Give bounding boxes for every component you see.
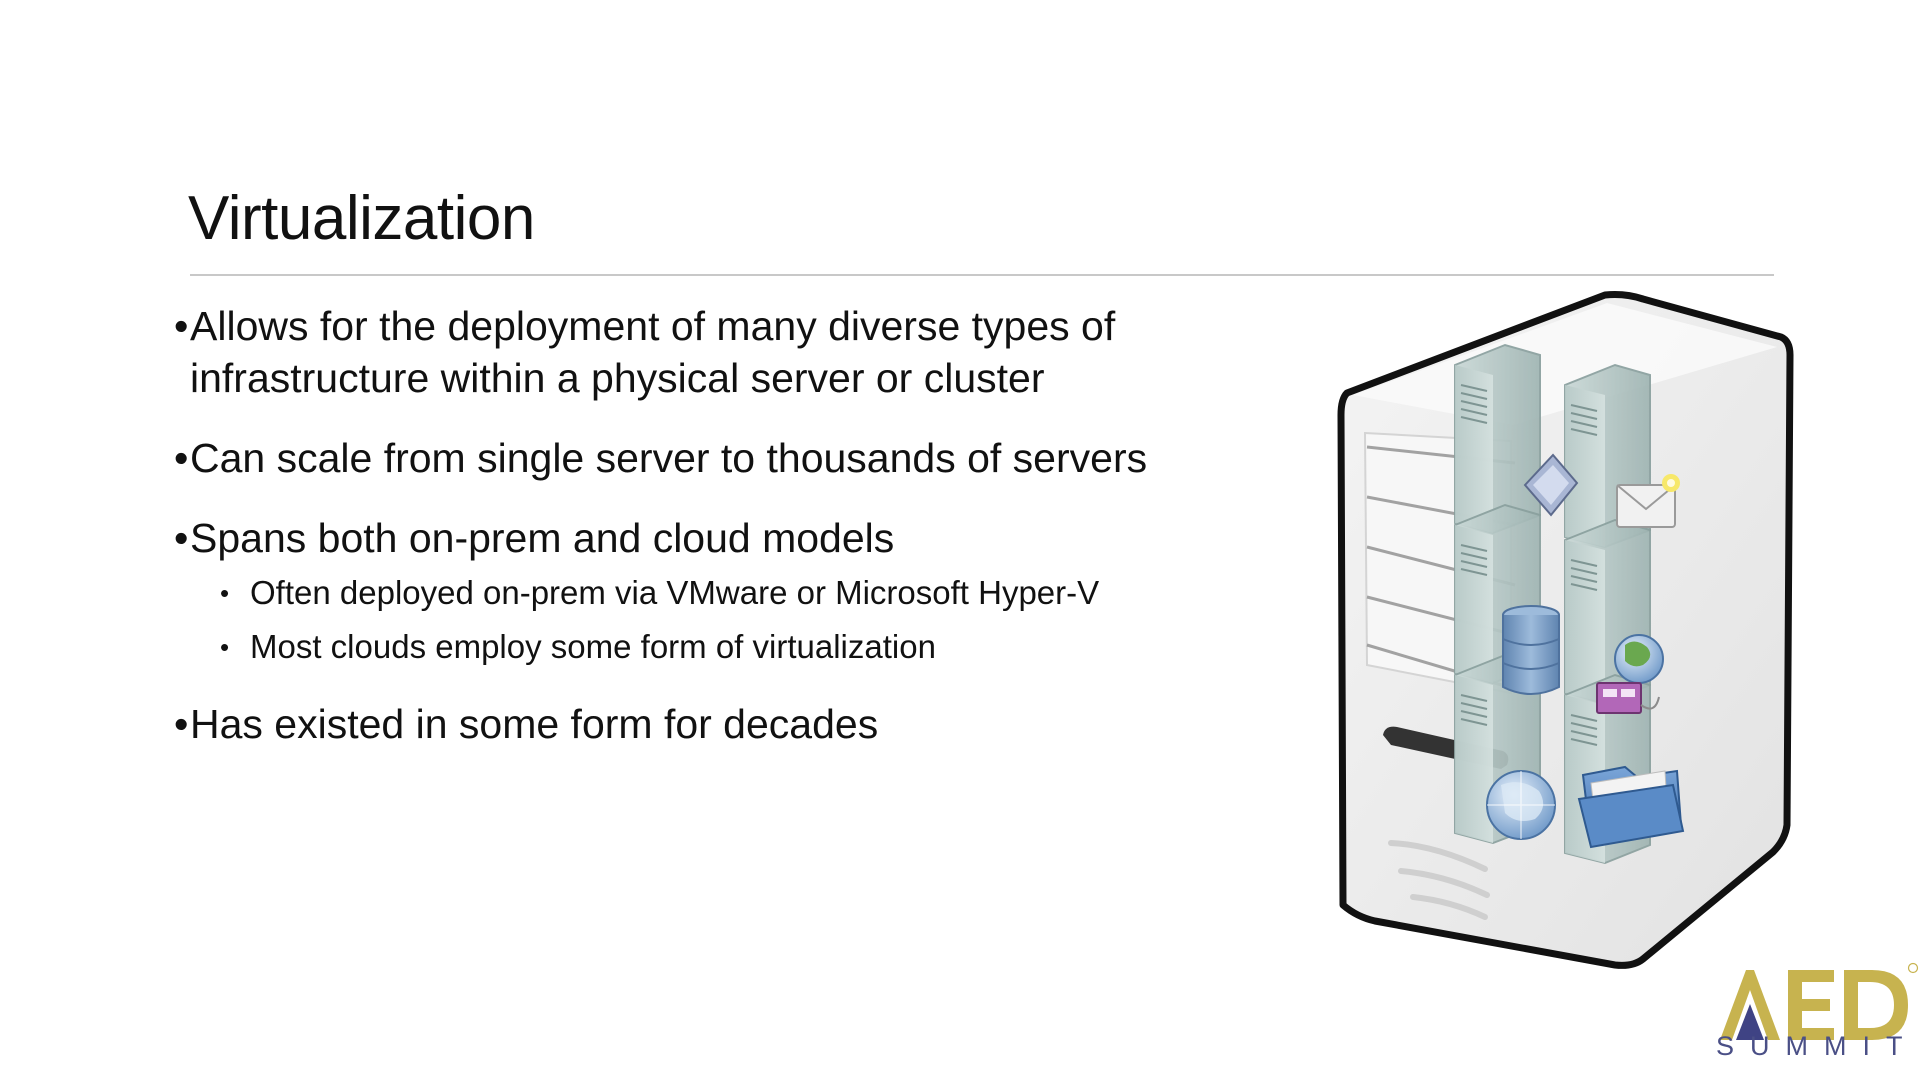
database-icon [1502,605,1560,695]
aed-summit-logo [1720,962,1919,1040]
bullet-item: • Can scale from single server to thousa… [174,432,1294,484]
certificate-icon [1523,453,1579,517]
sub-bullet-item: • Often deployed on-prem via VMware or M… [190,566,1294,620]
bullet-list: • Allows for the deployment of many dive… [174,300,1294,778]
bullet-glyph: • [174,435,189,481]
folder-icon [1577,765,1685,849]
bullet-glyph: • [174,303,189,349]
sub-bullet-glyph: • [220,578,230,608]
globe-icon [1614,634,1664,684]
slide-title: Virtualization [188,184,535,253]
server-illustration [1337,291,1794,969]
bullet-text-line-1: Allows for the deployment of many divers… [190,303,1116,349]
globe-icon [1486,770,1556,840]
logo-tagline: SUMMIT [1716,1031,1919,1061]
title-divider [190,274,1774,276]
bullet-text: Has existed in some form for decades [190,701,879,747]
sub-bullet-list: • Often deployed on-prem via VMware or M… [190,566,1294,674]
sub-bullet-text: Often deployed on-prem via VMware or Mic… [250,574,1100,611]
bullet-glyph: • [174,515,189,561]
bullet-glyph: • [174,701,189,747]
bullet-item: • Spans both on-prem and cloud models • … [174,512,1294,674]
virtual-server-icon [1454,343,1541,845]
bullet-item: • Has existed in some form for decades [174,698,1294,750]
mail-icon [1616,474,1680,528]
sub-bullet-item: • Most clouds employ some form of virtua… [190,620,1294,674]
bullet-text: Can scale from single server to thousand… [190,435,1148,481]
sub-bullet-text: Most clouds employ some form of virtuali… [250,628,936,665]
bullet-text-line-2: infrastructure within a physical server … [190,355,1045,401]
bullet-text: Spans both on-prem and cloud models [190,515,895,561]
monitor-icon [1596,682,1660,714]
bullet-item: • Allows for the deployment of many dive… [174,300,1294,404]
sub-bullet-glyph: • [220,632,230,662]
